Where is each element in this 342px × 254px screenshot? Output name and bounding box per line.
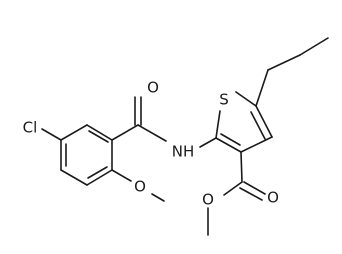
bond-inner: [88, 130, 109, 143]
bond: [111, 124, 139, 141]
bond: [235, 91, 257, 107]
bond: [60, 124, 88, 141]
bond: [299, 37, 329, 56]
bond: [255, 69, 269, 107]
atom-o-methoxy: O: [134, 178, 146, 196]
bond: [86, 124, 113, 141]
atom-labels: Cl O NH O S O O: [23, 79, 279, 209]
atom-o-amide: O: [147, 79, 159, 97]
bond: [151, 193, 165, 202]
bond-inner: [250, 111, 266, 140]
atom-s: S: [219, 91, 229, 109]
bond: [223, 181, 243, 196]
bond: [86, 169, 113, 186]
bond: [243, 181, 266, 195]
bond-inner: [87, 166, 108, 179]
bond: [239, 187, 263, 201]
bond: [240, 151, 243, 183]
bond: [240, 136, 273, 153]
bond: [255, 105, 273, 138]
bond: [215, 110, 221, 139]
bond: [215, 137, 242, 153]
atom-nh: NH: [172, 143, 195, 161]
bond: [60, 169, 88, 186]
bond: [41, 128, 62, 141]
bonds: [41, 37, 329, 236]
bond: [267, 54, 301, 71]
bond: [137, 124, 167, 142]
atom-cl: Cl: [23, 119, 38, 137]
atom-o-ester-carbonyl: O: [267, 189, 279, 207]
bond: [111, 169, 132, 182]
bond-inner: [220, 133, 241, 146]
atom-o-ester: O: [202, 191, 214, 209]
bond: [199, 137, 217, 148]
